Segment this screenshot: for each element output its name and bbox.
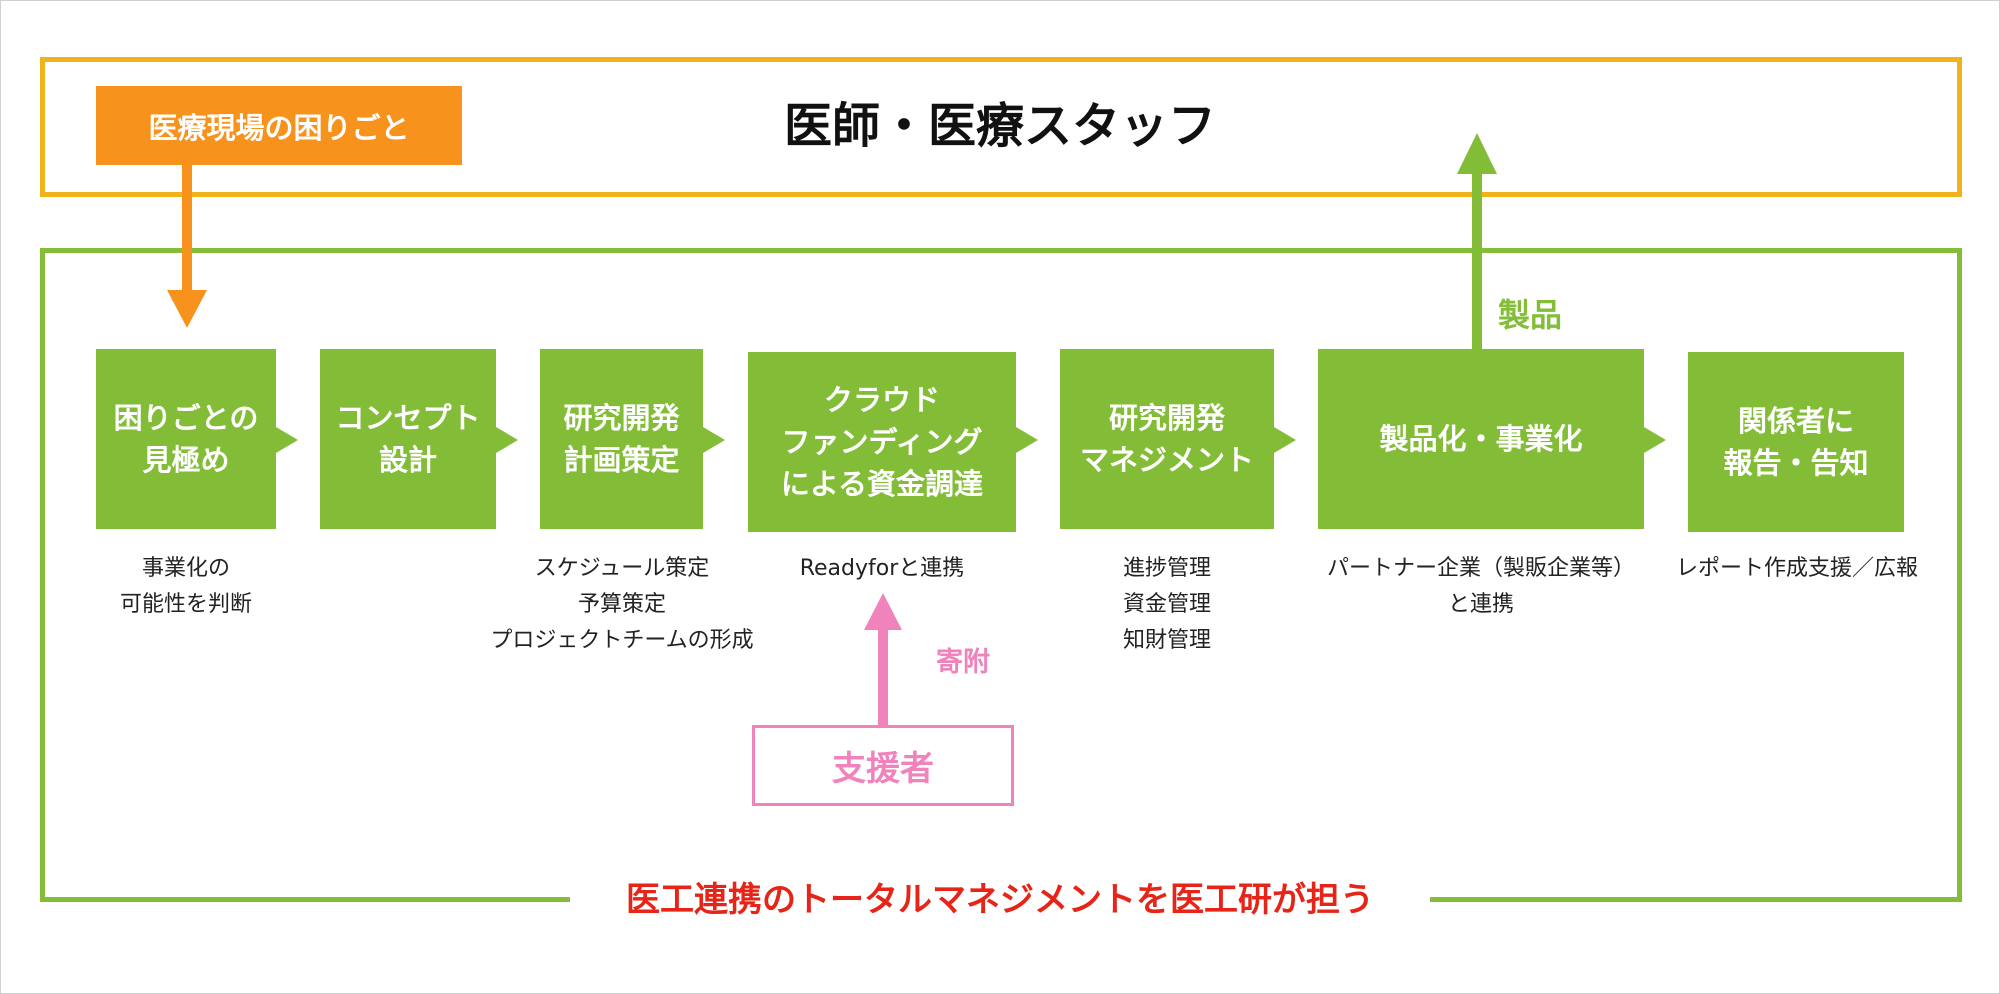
medical-staff-title: 医師・医療スタッフ (783, 98, 1216, 154)
problem-box: 医療現場の困りごと (96, 86, 462, 165)
footer-label: 医工連携のトータルマネジメントを医工研が担う (626, 880, 1374, 920)
step-crowdfunding-desc: Readyforと連携 (799, 556, 965, 581)
step-concept: コンセプト 設計 (320, 349, 496, 529)
step-report: 関係者に 報告・告知 (1688, 352, 1904, 532)
chevron-right-icon (1644, 427, 1666, 453)
problem-label: 医療現場の困りごと (148, 110, 410, 145)
product-arrow (1457, 133, 1497, 350)
supporter-label: 支援者 (832, 749, 934, 789)
chevron-right-icon (1016, 427, 1038, 453)
product-label: 製品 (1498, 296, 1563, 334)
chevron-right-icon (496, 427, 518, 453)
step-management-desc: 進捗管理 資金管理 知財管理 (1122, 556, 1211, 653)
donation-arrow (864, 593, 902, 725)
step-crowdfunding: クラウド ファンディング による資金調達 (748, 352, 1016, 532)
step-report-label: 関係者に 報告・告知 (1723, 404, 1869, 480)
step-planning: 研究開発 計画策定 (540, 349, 703, 529)
step-management-label: 研究開発 マネジメント (1079, 401, 1254, 477)
chevron-right-icon (276, 427, 298, 453)
chevron-right-icon (1274, 427, 1296, 453)
step-identify-desc: 事業化の 可能性を判断 (119, 556, 252, 617)
footer-label-background (570, 872, 1430, 928)
donation-label: 寄附 (936, 647, 990, 678)
supporter-box: 支援者 (752, 725, 1014, 806)
step-commercialize: 製品化・事業化 (1318, 349, 1644, 529)
step-management: 研究開発 マネジメント (1060, 349, 1274, 529)
step-crowdfunding-label: クラウド ファンディング による資金調達 (780, 383, 984, 501)
medical-staff-box (40, 57, 1962, 197)
step-commercialize-desc: パートナー企業（製販企業等） と連携 (1326, 556, 1635, 617)
step-identify-label: 困りごとの 見極め (113, 401, 259, 477)
step-commercialize-label: 製品化・事業化 (1379, 422, 1583, 456)
step-planning-desc: スケジュール策定 予算策定 プロジェクトチームの形成 (490, 556, 754, 653)
problem-arrow (167, 165, 207, 328)
step-identify: 困りごとの 見極め (96, 349, 276, 529)
step-planning-label: 研究開発 計画策定 (563, 401, 680, 477)
step-concept-label: コンセプト 設計 (335, 401, 481, 477)
step-report-desc: レポート作成支援／広報 (1675, 556, 1918, 581)
chevron-right-icon (703, 427, 725, 453)
